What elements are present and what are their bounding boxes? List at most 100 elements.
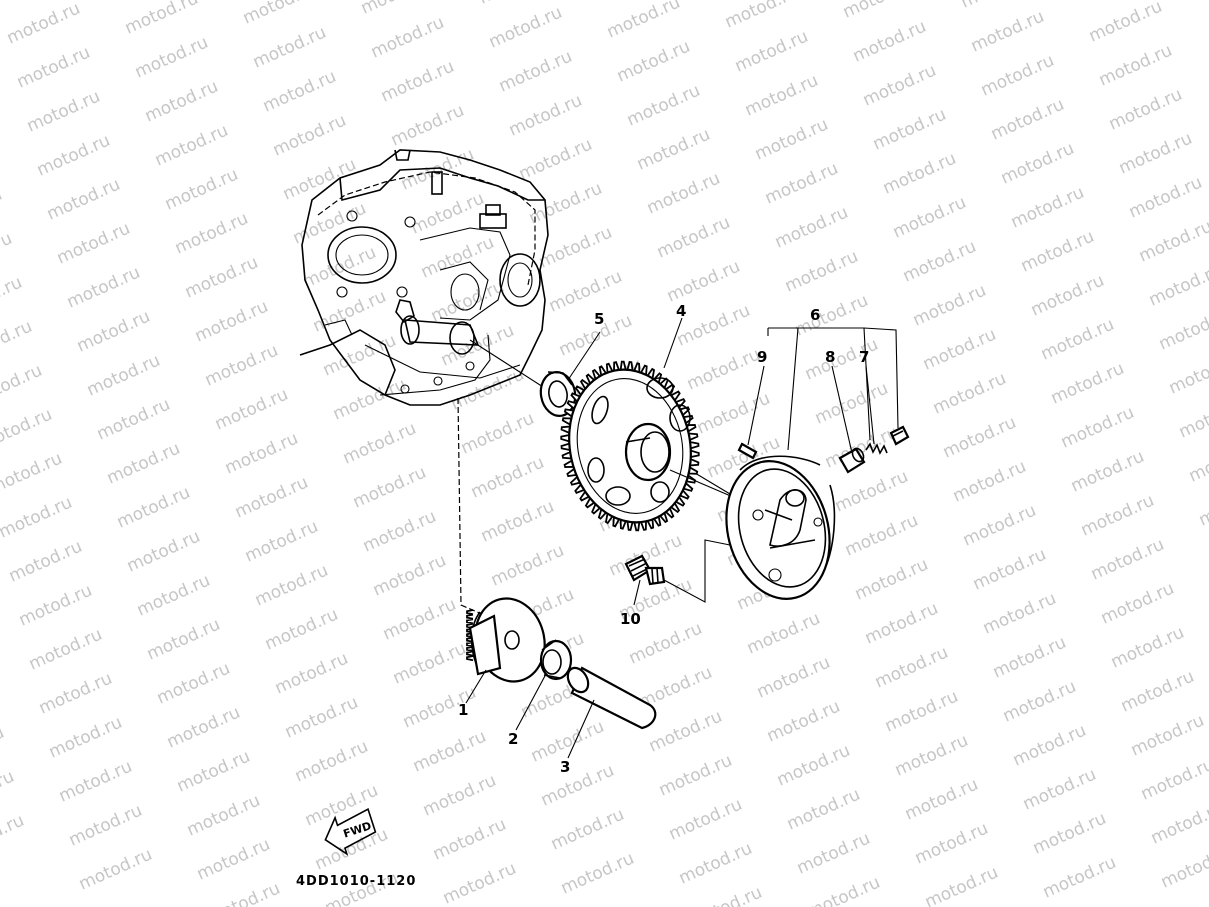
watermark-text: motod.ru <box>1158 843 1209 893</box>
watermark-text: motod.ru <box>142 77 221 127</box>
watermark-text: motod.ru <box>56 757 135 807</box>
part-1-idle-gear <box>466 597 546 683</box>
watermark-text: motod.ru <box>516 135 595 185</box>
watermark-text: motod.ru <box>0 811 27 861</box>
watermark-text: motod.ru <box>892 731 971 781</box>
watermark-text: motod.ru <box>998 139 1077 189</box>
watermark-text: motod.ru <box>782 247 861 297</box>
watermark-text: motod.ru <box>862 599 941 649</box>
watermark-text: motod.ru <box>114 483 193 533</box>
watermark-text: motod.ru <box>270 111 349 161</box>
watermark-text: motod.ru <box>260 67 339 117</box>
watermark-text: motod.ru <box>390 639 469 689</box>
watermark-text: motod.ru <box>666 795 745 845</box>
watermark-text: motod.ru <box>676 839 755 889</box>
watermark-text: motod.ru <box>16 581 95 631</box>
watermark-text: motod.ru <box>762 159 841 209</box>
watermark-text: motod.ru <box>1030 809 1109 859</box>
watermark-text: motod.ru <box>870 105 949 155</box>
watermark-text: motod.ru <box>792 291 871 341</box>
watermark-text: motod.ru <box>440 859 519 907</box>
watermark-text: motod.ru <box>134 571 213 621</box>
callout-8: 8 <box>825 348 835 366</box>
watermark-text: motod.ru <box>902 775 981 825</box>
watermark-text: motod.ru <box>368 13 447 63</box>
watermark-text: motod.ru <box>1098 579 1177 629</box>
watermark-text: motod.ru <box>84 351 163 401</box>
watermark-text: motod.ru <box>0 767 17 817</box>
watermark-text: motod.ru <box>280 155 359 205</box>
watermark-text: motod.ru <box>822 423 901 473</box>
watermark-text: motod.ru <box>388 101 467 151</box>
watermark-text: motod.ru <box>1106 85 1185 135</box>
engine-crankcase <box>299 149 549 406</box>
watermark-text: motod.ru <box>154 659 233 709</box>
watermark-text: motod.ru <box>1088 535 1167 585</box>
watermark-text: motod.ru <box>840 0 919 23</box>
watermark-text: motod.ru <box>764 697 843 747</box>
watermark-text: motod.ru <box>990 633 1069 683</box>
watermark-text: motod.ru <box>850 17 929 67</box>
watermark-text: motod.ru <box>882 687 961 737</box>
watermark-text: motod.ru <box>0 317 35 367</box>
watermark-text: motod.ru <box>292 737 371 787</box>
watermark-text: motod.ru <box>980 589 1059 639</box>
watermark-text: motod.ru <box>194 835 273 885</box>
watermark-text: motod.ru <box>978 51 1057 101</box>
watermark-text: motod.ru <box>950 457 1029 507</box>
watermark-text: motod.ru <box>968 7 1047 57</box>
watermark-text: motod.ru <box>912 819 991 869</box>
watermark-text: motod.ru <box>132 33 211 83</box>
watermark-text: motod.ru <box>686 883 765 907</box>
watermark-text: motod.ru <box>1078 491 1157 541</box>
watermark-text: motod.ru <box>1166 349 1209 399</box>
watermark-text: motod.ru <box>204 879 283 907</box>
watermark-text: motod.ru <box>0 723 7 773</box>
watermark-text: motod.ru <box>1156 305 1209 355</box>
watermark-text: motod.ru <box>232 473 311 523</box>
watermark-text: motod.ru <box>634 125 713 175</box>
part-2-bushing <box>539 639 573 681</box>
watermark-text: motod.ru <box>262 605 341 655</box>
watermark-text: motod.ru <box>1128 711 1207 761</box>
watermark-text: motod.ru <box>1018 227 1097 277</box>
watermark-text: motod.ru <box>920 325 999 375</box>
watermark-text: motod.ru <box>430 815 509 865</box>
watermark-text: motod.ru <box>772 203 851 253</box>
part-5-washer <box>539 371 577 417</box>
watermark-text: motod.ru <box>66 801 145 851</box>
watermark-text: motod.ru <box>804 873 883 907</box>
watermark-text: motod.ru <box>0 185 5 235</box>
watermark-text: motod.ru <box>664 257 743 307</box>
watermark-text: motod.ru <box>752 115 831 165</box>
watermark-text: motod.ru <box>272 649 351 699</box>
watermark-text: motod.ru <box>852 555 931 605</box>
watermark-text: motod.ru <box>26 625 105 675</box>
watermark-text: motod.ru <box>1096 41 1175 91</box>
part-8-plunger <box>838 447 866 474</box>
watermark-text: motod.ru <box>0 273 25 323</box>
watermark-text: motod.ru <box>694 389 773 439</box>
watermark-text: motod.ru <box>104 439 183 489</box>
watermark-text: motod.ru <box>202 341 281 391</box>
watermark-text: motod.ru <box>242 517 321 567</box>
watermark-text: motod.ru <box>458 409 537 459</box>
watermark-text: motod.ru <box>300 243 379 293</box>
watermark-text: motod.ru <box>1186 437 1209 487</box>
watermark-text: motod.ru <box>506 91 585 141</box>
watermark-text: motod.ru <box>742 71 821 121</box>
watermark-text: motod.ru <box>624 81 703 131</box>
watermark-text: motod.ru <box>832 467 911 517</box>
watermark-text: motod.ru <box>64 263 143 313</box>
watermark-text: motod.ru <box>184 791 263 841</box>
watermark-text: motod.ru <box>1136 217 1209 267</box>
watermark-text: motod.ru <box>0 493 75 543</box>
watermark-text: motod.ru <box>1108 623 1187 673</box>
watermark-text: motod.ru <box>496 47 575 97</box>
watermark-text: motod.ru <box>656 751 735 801</box>
watermark-text: motod.ru <box>14 43 93 93</box>
watermark-text: motod.ru <box>478 497 557 547</box>
watermark-text: motod.ru <box>44 175 123 225</box>
part-4-wheel-gear <box>560 360 700 532</box>
